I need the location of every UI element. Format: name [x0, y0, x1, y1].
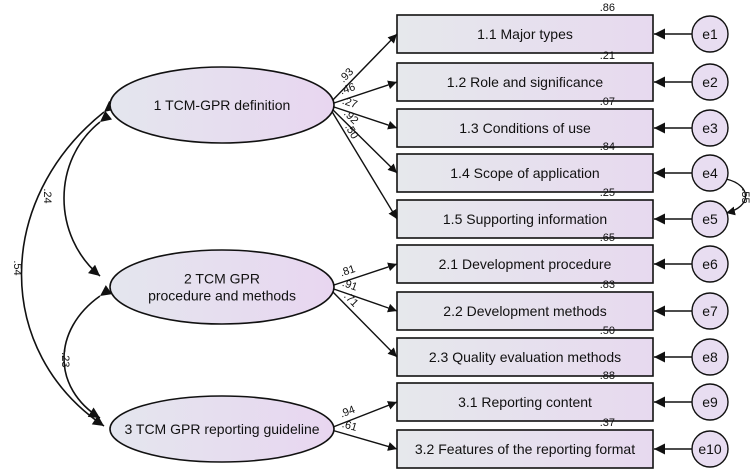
error-term-circle: [691, 245, 729, 283]
indicator-box: [396, 429, 654, 469]
error-term-label: e2: [702, 74, 718, 90]
error-term-circle: [691, 430, 729, 468]
correlation-arrow: [63, 110, 113, 277]
error-term-circle: [691, 200, 729, 238]
loading-label: .81: [339, 263, 357, 279]
path-arrow: [327, 104, 398, 174]
r-squared-label: .50: [600, 325, 615, 337]
loading-label: .27: [340, 95, 358, 111]
path-arrow: [327, 262, 398, 288]
r-squared-label: .07: [600, 96, 615, 108]
indicator-box: [396, 14, 654, 54]
r-squared-label: .65: [600, 232, 615, 244]
error-term-label: e8: [702, 349, 718, 365]
error-term-label: e7: [702, 303, 718, 319]
r-squared-label: .83: [600, 279, 615, 291]
latent-factor-label: procedure and methods: [148, 288, 296, 304]
latent-factor-ellipse: [109, 249, 335, 325]
latent-factor-ellipse: [109, 66, 335, 144]
loading-label: .61: [341, 418, 359, 434]
indicator-label: 1.3 Conditions of use: [459, 120, 591, 136]
indicator-box: [396, 337, 654, 377]
loading-label: .50: [342, 122, 360, 141]
loading-label: .91: [340, 277, 358, 293]
path-arrow: [327, 33, 398, 106]
error-term-label: e10: [698, 441, 722, 457]
indicator-box: [396, 291, 654, 331]
indicator-box: [396, 62, 654, 102]
error-term-circle: [691, 63, 729, 101]
error-term-label: e3: [702, 120, 718, 136]
indicator-label: 1.5 Supporting information: [443, 211, 607, 227]
correlation-label: -.23: [59, 349, 71, 368]
path-arrow: [327, 104, 398, 220]
indicator-label: 3.2 Features of the reporting format: [415, 441, 635, 457]
indicator-box: [396, 199, 654, 239]
latent-factor-ellipse: [109, 395, 335, 463]
error-covariance-arrow: [716, 172, 746, 216]
indicator-box: [396, 153, 654, 193]
r-squared-label: .84: [600, 141, 615, 153]
path-arrow: [327, 428, 398, 451]
path-arrow: [327, 401, 398, 430]
correlation-label: .54: [11, 260, 23, 275]
latent-factor-label: 3 TCM GPR reporting guideline: [124, 421, 319, 437]
r-squared-label: .21: [600, 50, 615, 62]
error-term-circle: [691, 292, 729, 330]
error-term-label: e5: [702, 211, 718, 227]
correlation-arrow: [63, 285, 113, 419]
path-arrow: [327, 286, 398, 313]
error-term-label: e6: [702, 256, 718, 272]
r-squared-label: .88: [600, 370, 615, 382]
error-covariance-label: .55: [739, 188, 751, 203]
indicator-label: 1.2 Role and significance: [447, 74, 604, 90]
correlation-label: .24: [41, 188, 53, 203]
path-arrow: [327, 80, 398, 106]
indicator-box: [396, 382, 654, 422]
latent-factor-label: 1 TCM-GPR definition: [154, 97, 291, 113]
correlation-arrow: [20, 100, 117, 427]
error-term-circle: [691, 383, 729, 421]
path-arrow: [327, 286, 398, 358]
indicator-label: 3.1 Reporting content: [458, 394, 592, 410]
loading-label: .94: [338, 404, 357, 421]
error-term-circle: [691, 15, 729, 53]
r-squared-label: .25: [600, 187, 615, 199]
latent-factor-label: 2 TCM GPR: [184, 271, 260, 287]
error-term-circle: [691, 338, 729, 376]
indicator-label: 2.2 Development methods: [443, 303, 606, 319]
error-term-label: e9: [702, 394, 718, 410]
error-term-circle: [691, 154, 729, 192]
indicator-label: 2.3 Quality evaluation methods: [429, 349, 621, 365]
indicator-box: [396, 108, 654, 148]
indicator-label: 1.4 Scope of application: [450, 165, 599, 181]
loading-label: .46: [339, 81, 357, 97]
error-term-label: e4: [702, 165, 718, 181]
r-squared-label: .86: [600, 2, 615, 14]
error-term-circle: [691, 109, 729, 147]
path-arrow: [327, 104, 398, 130]
error-term-label: e1: [702, 26, 718, 42]
r-squared-label: .37: [600, 417, 615, 429]
indicator-box: [396, 244, 654, 284]
indicator-label: 1.1 Major types: [477, 26, 573, 42]
indicator-label: 2.1 Development procedure: [439, 256, 612, 272]
